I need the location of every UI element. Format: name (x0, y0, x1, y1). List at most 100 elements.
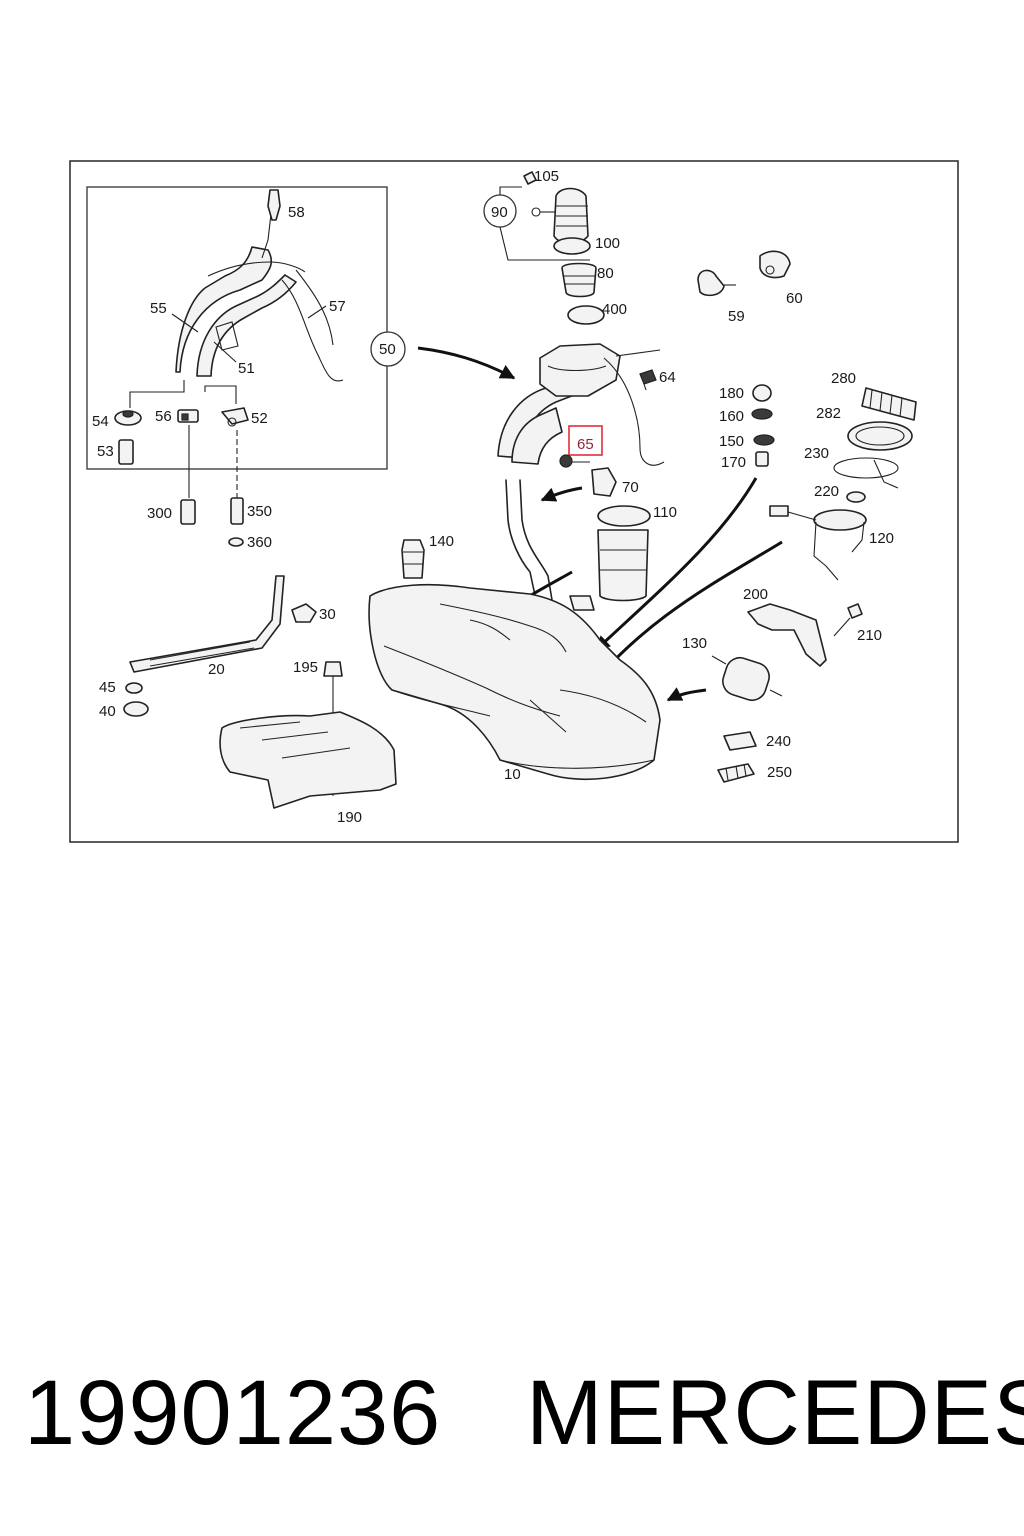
callout-282: 282 (816, 405, 841, 422)
callout-170: 170 (721, 454, 746, 471)
callout-140: 140 (429, 533, 454, 550)
bracket-240-part (723, 731, 757, 751)
bracket-52 (204, 385, 237, 404)
washer-160-part (751, 408, 773, 420)
nut-180-part (752, 384, 772, 402)
seal-282-part (847, 421, 913, 451)
filler-neck-assembly-part (497, 343, 665, 466)
bracket-90 (499, 186, 590, 261)
callout-50: 50 (379, 341, 396, 358)
bolt-210-part (833, 603, 863, 637)
callout-250: 250 (767, 764, 792, 781)
leader-55 (171, 313, 199, 333)
ring-220-part (846, 491, 866, 503)
callout-65: 65 (577, 436, 594, 453)
arrow-170 (594, 477, 758, 652)
callout-195: 195 (293, 659, 318, 676)
bracket-200-part (747, 603, 827, 667)
connector-70-part (591, 467, 617, 497)
hose-300-part (180, 499, 196, 525)
gasket-400-part (567, 305, 605, 325)
callout-150: 150 (719, 433, 744, 450)
arrow-70 (540, 486, 583, 502)
callout-200: 200 (743, 586, 768, 603)
callout-20: 20 (208, 661, 225, 678)
footer-caption: 19901236 MERCEDES (0, 1358, 1024, 1468)
part-number-text: 19901236 (24, 1362, 442, 1464)
fuel-tank-10-part (368, 583, 661, 781)
tank-strap-20-part (129, 575, 285, 673)
callout-180: 180 (719, 385, 744, 402)
callout-58: 58 (288, 204, 305, 221)
screw-65-part (559, 454, 590, 468)
filler-hose-80-part (561, 262, 597, 298)
clip-52-part (221, 407, 249, 427)
callout-51: 51 (238, 360, 255, 377)
callout-64: 64 (659, 369, 676, 386)
callout-90: 90 (491, 204, 508, 221)
callout-210: 210 (857, 627, 882, 644)
clamp-54-part (114, 410, 142, 426)
callout-bubble-50 (370, 331, 406, 367)
callout-400: 400 (602, 301, 627, 318)
callout-70: 70 (622, 479, 639, 496)
brand-name-text: MERCEDES (526, 1362, 1024, 1464)
callout-160: 160 (719, 408, 744, 425)
callout-100: 100 (595, 235, 620, 252)
arrow-130 (666, 687, 707, 702)
callout-60: 60 (786, 290, 803, 307)
callout-59: 59 (728, 308, 745, 325)
callout-56: 56 (155, 408, 172, 425)
fuel-pump-110-part (569, 505, 651, 611)
clip-60-part (759, 250, 791, 279)
hose-350-part (230, 497, 244, 525)
callout-52: 52 (251, 410, 268, 427)
callout-30: 30 (319, 606, 336, 623)
callout-360: 360 (247, 534, 272, 551)
clamp-56-part (177, 409, 199, 423)
callout-230: 230 (804, 445, 829, 462)
bracket-54-56 (129, 380, 185, 408)
washer-150-part (753, 434, 775, 446)
grommet-140-part (401, 539, 425, 579)
callout-300: 300 (147, 505, 172, 522)
callout-190: 190 (337, 809, 362, 826)
lock-ring-280-part (861, 387, 917, 421)
clip-250-part (717, 763, 755, 783)
callout-55: 55 (150, 300, 167, 317)
arrow-50 (417, 346, 516, 380)
hose-53-part (118, 439, 134, 465)
heat-shield-190-part (219, 711, 397, 809)
callout-105: 105 (534, 168, 559, 185)
callout-40: 40 (99, 703, 116, 720)
callout-54: 54 (92, 413, 109, 430)
bolt-64-part (639, 369, 657, 391)
callout-280: 280 (831, 370, 856, 387)
callout-220: 220 (814, 483, 839, 500)
highlight-box-65 (568, 425, 603, 456)
seal-ring-100-part (553, 237, 591, 255)
callout-57: 57 (329, 298, 346, 315)
leader-57 (307, 305, 327, 319)
level-sender-120-part (769, 505, 867, 581)
bushing-170-part (755, 451, 769, 467)
callout-240: 240 (766, 733, 791, 750)
callout-10: 10 (504, 766, 521, 783)
washer-40-part (123, 701, 149, 717)
ring-360-part (228, 537, 244, 547)
callout-45: 45 (99, 679, 116, 696)
callout-80: 80 (597, 265, 614, 282)
fuel-filter-130-part (711, 655, 783, 702)
clip-58-part (267, 189, 281, 221)
leader-51 (213, 341, 237, 363)
fuel-lines-part (505, 479, 553, 601)
callout-53: 53 (97, 443, 114, 460)
nut-30-part (291, 603, 317, 623)
callout-350: 350 (247, 503, 272, 520)
washer-45-part (125, 682, 143, 694)
clip-59-part (697, 269, 736, 297)
callout-130: 130 (682, 635, 707, 652)
callout-120: 120 (869, 530, 894, 547)
gasket-230-part (833, 457, 899, 489)
